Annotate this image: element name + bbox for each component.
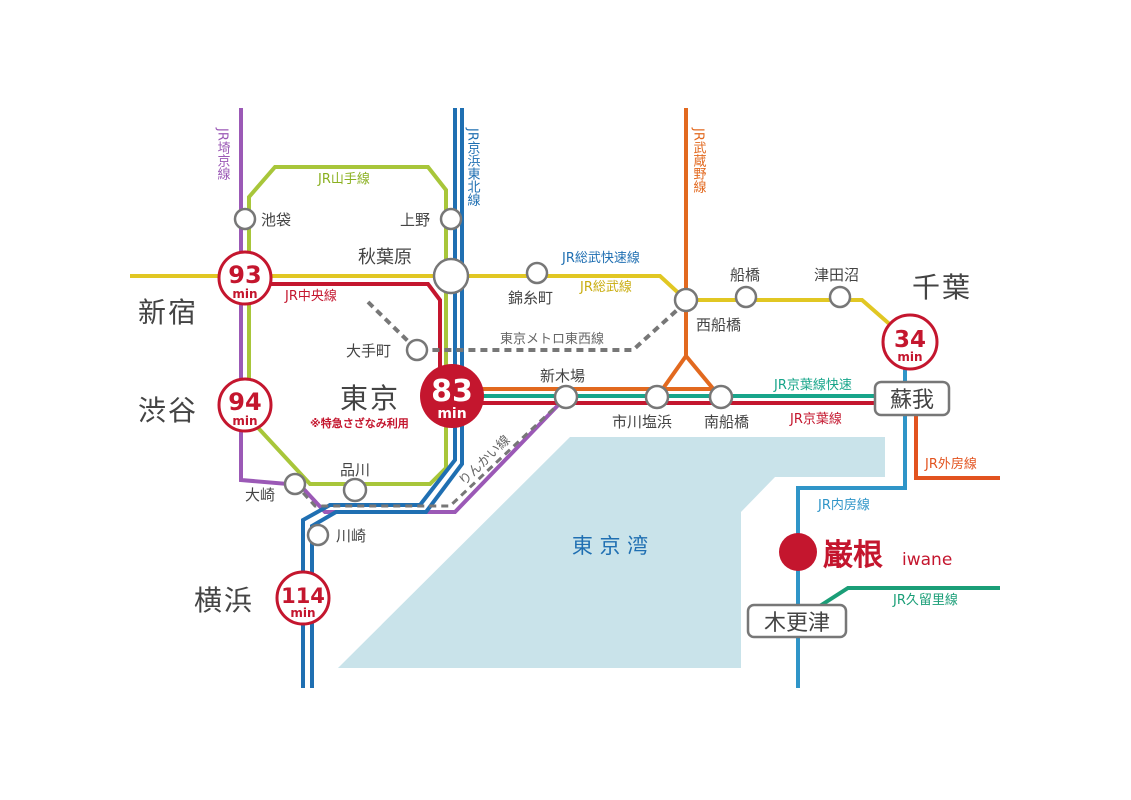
musashino-line <box>655 108 722 399</box>
destination-name: 巌根 <box>823 538 883 573</box>
station-akihabara-label: 秋葉原 <box>358 247 412 268</box>
station-ikebukuro[interactable] <box>233 207 257 231</box>
soga-box[interactable] <box>873 380 951 417</box>
station-minamifunabashi[interactable] <box>708 384 734 410</box>
station-kawasaki[interactable] <box>306 523 330 547</box>
tokyo-bay <box>338 437 885 668</box>
station-ueno-label: 上野 <box>400 211 430 229</box>
station-akihabara[interactable] <box>432 257 470 295</box>
hub-shibuya-minutes: 94 <box>228 388 261 416</box>
line-saikyo-label: JR埼京線 <box>215 127 231 180</box>
hub-tokyo-minutes: 83 <box>431 374 473 409</box>
hub-shinjuku-name: 新宿 <box>138 296 198 329</box>
bay-label: 東 京 湾 <box>572 534 648 558</box>
hub-shibuya-name: 渋谷 <box>138 394 198 427</box>
hub-yokohama-minutes: 114 <box>281 584 325 608</box>
station-kawasaki-label: 川崎 <box>336 527 366 545</box>
station-kinshicho[interactable] <box>525 261 549 285</box>
hub-yokohama-unit: min <box>290 606 315 620</box>
hub-shinjuku-circle[interactable] <box>217 250 273 306</box>
yamanote-line <box>247 165 448 486</box>
station-ueno[interactable] <box>439 207 463 231</box>
line-musashino-label: JR武蔵野線 <box>691 127 707 193</box>
hub-tokyo-circle[interactable] <box>420 364 484 428</box>
station-funabashi[interactable] <box>734 285 758 309</box>
station-otemachi[interactable] <box>405 338 429 362</box>
station-shinkiba-label: 新木場 <box>540 367 585 385</box>
kisarazu-label: 木更津 <box>764 611 830 636</box>
station-otemachi-label: 大手町 <box>346 342 391 360</box>
line-yamanote-label: JR山手線 <box>317 171 370 187</box>
line-sobu-rapid-label: JR総武快速線 <box>561 250 640 266</box>
sotobo-line <box>914 400 1000 480</box>
hub-shinjuku-minutes: 93 <box>228 261 261 289</box>
station-funabashi-label: 船橋 <box>730 266 760 284</box>
station-ikebukuro-label: 池袋 <box>261 211 291 229</box>
line-uchibo-label: JR内房線 <box>817 497 870 513</box>
hub-tokyo-unit: min <box>437 406 466 422</box>
line-sotobo-label: JR外房線 <box>924 456 977 472</box>
station-ichikawashiohama-label: 市川塩浜 <box>612 413 672 431</box>
station-shinagawa[interactable] <box>342 477 368 503</box>
line-sobu-label: JR総武線 <box>579 279 632 295</box>
line-metro-label: 東京メトロ東西線 <box>500 331 604 347</box>
hub-yokohama-circle[interactable] <box>275 570 331 626</box>
hub-shibuya-circle[interactable] <box>217 377 273 433</box>
line-keihin-label: JR京浜東北線 <box>465 127 481 206</box>
station-osaki[interactable] <box>283 472 307 496</box>
station-shinagawa-label: 品川 <box>340 461 370 479</box>
uchibo-line <box>796 345 907 688</box>
station-kinshicho-label: 錦糸町 <box>508 289 553 307</box>
hub-chiba-circle[interactable] <box>881 313 939 371</box>
line-kururi-label: JR久留里線 <box>892 592 958 608</box>
line-keiyo-rapid-label: JR京葉線快速 <box>773 377 852 393</box>
station-minamifunabashi-label: 南船橋 <box>704 413 749 431</box>
station-tsudanuma[interactable] <box>828 285 852 309</box>
hub-shinjuku-unit: min <box>232 287 257 301</box>
line-keiyo-label: JR京葉線 <box>789 411 842 427</box>
line-chuo-label: JR中央線 <box>284 288 337 304</box>
hub-tokyo-note: ※特急さざなみ利用 <box>310 416 409 430</box>
hub-chiba-unit: min <box>897 350 922 364</box>
station-shinkiba[interactable] <box>553 384 579 410</box>
hub-chiba-minutes: 34 <box>894 327 926 353</box>
kisarazu-box[interactable] <box>746 603 848 639</box>
hub-tokyo-name: 東京 <box>340 382 400 415</box>
hub-shibuya-unit: min <box>232 414 257 428</box>
station-tsudanuma-label: 津田沼 <box>814 266 859 284</box>
rinkai-line <box>293 396 567 508</box>
destination-romaji: iwane <box>902 550 952 570</box>
soga-label: 蘇我 <box>890 388 934 413</box>
station-ichikawashiohama[interactable] <box>644 384 670 410</box>
station-nishifunabashi-label: 西船橋 <box>696 316 741 334</box>
station-osaki-label: 大崎 <box>245 486 275 504</box>
hub-chiba-name: 千葉 <box>912 271 972 304</box>
sobu-line <box>130 274 912 344</box>
station-nishifunabashi[interactable] <box>673 287 699 313</box>
hub-yokohama-name: 横浜 <box>194 584 254 617</box>
destination-marker[interactable] <box>779 533 817 571</box>
